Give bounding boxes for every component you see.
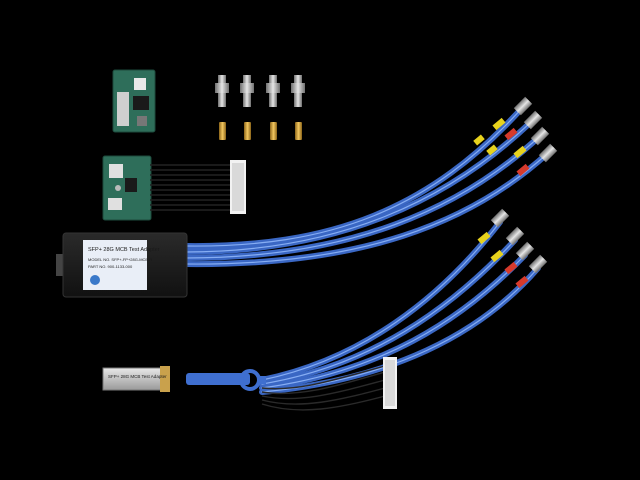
cable-markers-upper [473, 117, 530, 177]
lower-header-connector [383, 357, 397, 409]
sfp-module: SFP+ 28G MCB Test Adapter [102, 366, 170, 392]
adapter-title: SFP+ 28G MCB Test Adapter [88, 247, 160, 253]
blue-cables-upper [182, 104, 551, 268]
cable-markers-lower [477, 231, 529, 289]
sfp-module-title: SFP+ 28G MCB Test Adapter [108, 374, 167, 379]
pcb-board-top [112, 69, 156, 133]
ribbon-wires [150, 164, 232, 211]
pull-tab [186, 369, 266, 391]
sma-connector [240, 75, 254, 107]
sma-connector [291, 75, 305, 107]
sma-cable-ends-lower [490, 208, 548, 274]
black-wires-lower [261, 365, 386, 411]
pcb-breakout-board [102, 155, 152, 221]
ribbon-header [230, 160, 246, 214]
sma-cable-ends-upper [513, 96, 558, 163]
adapter-model: MODEL NO. SFP+-FP+28G-MCB-R [88, 257, 152, 262]
adapter-part: PART NO. 900-1133-000 [88, 264, 133, 269]
sma-connector [266, 75, 280, 107]
test-adapter-box: SFP+ 28G MCB Test Adapter MODEL NO. SFP+… [56, 232, 188, 298]
sma-connectors-silver [215, 75, 305, 107]
sma-connector [215, 75, 229, 107]
gold-terminators [219, 122, 302, 140]
